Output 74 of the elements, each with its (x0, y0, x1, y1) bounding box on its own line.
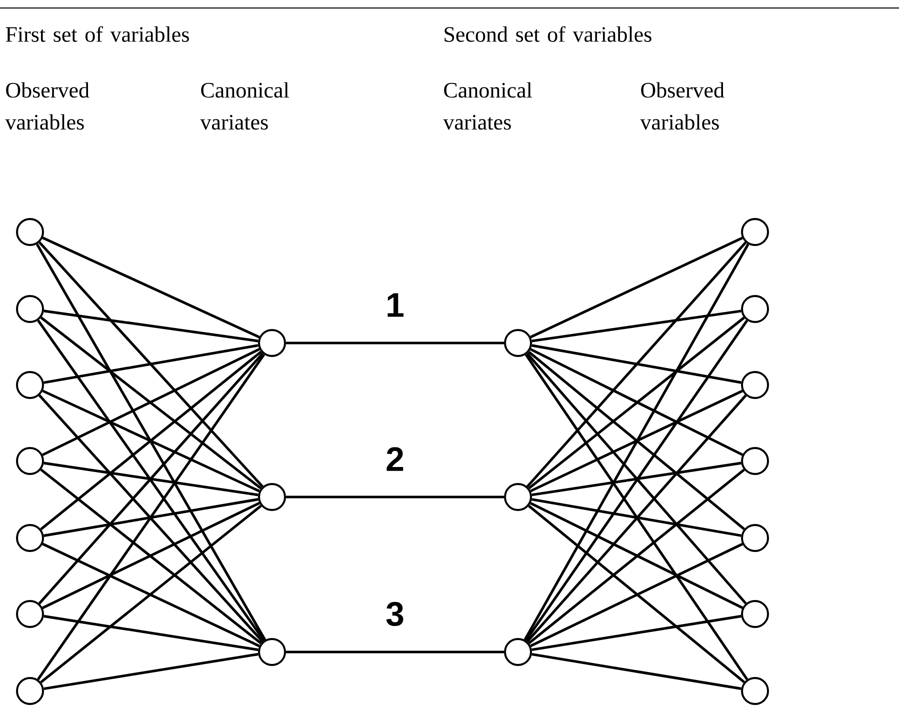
connector-line (528, 504, 745, 684)
connector-line (532, 462, 742, 496)
connector-line (528, 316, 745, 490)
connector-line (532, 310, 742, 342)
variable-circle (258, 329, 286, 357)
variable-circle (258, 638, 286, 666)
variable-circle (16, 447, 44, 475)
connector-line (286, 342, 504, 344)
edge-label: 1 (388, 293, 404, 317)
connector-line (42, 390, 260, 492)
connector-line (44, 498, 258, 537)
connector-line (44, 652, 258, 690)
variable-circle (741, 218, 769, 246)
connector-line (36, 354, 266, 680)
connector-line (524, 354, 748, 680)
connector-line (286, 650, 504, 654)
connector-line (532, 652, 742, 690)
variable-circle (741, 447, 769, 475)
connector-line (44, 462, 258, 496)
connector-line (42, 542, 260, 648)
connector-line (532, 498, 742, 537)
column-heading: Observed variables (5, 82, 90, 130)
connector-line (38, 394, 264, 642)
variable-circle (258, 483, 286, 511)
connector-line (36, 243, 266, 640)
connector-line (526, 352, 747, 604)
column-heading: Observed variables (640, 82, 724, 130)
variable-circle (16, 677, 44, 705)
connector-line (526, 394, 747, 642)
connector-line (38, 352, 264, 604)
connector-line (38, 241, 264, 488)
connector-line (40, 468, 262, 644)
variable-circle (504, 329, 532, 357)
connector-line (530, 542, 743, 648)
variable-circle (16, 218, 44, 246)
variable-circle (741, 600, 769, 628)
edge-label: 2 (386, 447, 404, 471)
connector-line (44, 344, 258, 384)
variable-circle (16, 295, 44, 323)
variable-circle (741, 677, 769, 705)
variable-circle (741, 371, 769, 399)
variable-circle (504, 638, 532, 666)
connector-line (44, 310, 258, 342)
connector-line (40, 504, 262, 684)
connector-line (530, 390, 743, 492)
variable-circle (741, 524, 769, 552)
connector-line (40, 350, 262, 530)
column-heading: Canonical variates (443, 82, 532, 130)
connector-line (524, 244, 750, 640)
connector-line (528, 350, 746, 530)
variable-circle (741, 295, 769, 323)
variable-circle (16, 371, 44, 399)
connector-line (286, 496, 504, 498)
connector-line (528, 468, 745, 644)
column-heading: Canonical variates (200, 82, 289, 130)
connector-line (530, 236, 743, 338)
connector-line (524, 320, 748, 642)
variable-circle (16, 600, 44, 628)
edge-label: 3 (386, 602, 404, 626)
connector-line (42, 348, 260, 456)
connector-line (530, 348, 744, 456)
connector-line (532, 344, 742, 384)
connector-line (37, 320, 265, 642)
connector-line (532, 614, 742, 652)
connector-line (40, 316, 262, 490)
column-heading: First set of variables (6, 26, 189, 42)
column-heading: Second set of variables (444, 26, 652, 42)
variable-circle (504, 483, 532, 511)
connector-line (42, 502, 260, 610)
connector-line (526, 242, 747, 488)
variable-circle (16, 524, 44, 552)
connector-line (42, 236, 260, 338)
connector-line (44, 614, 258, 652)
connector-line (530, 502, 744, 609)
